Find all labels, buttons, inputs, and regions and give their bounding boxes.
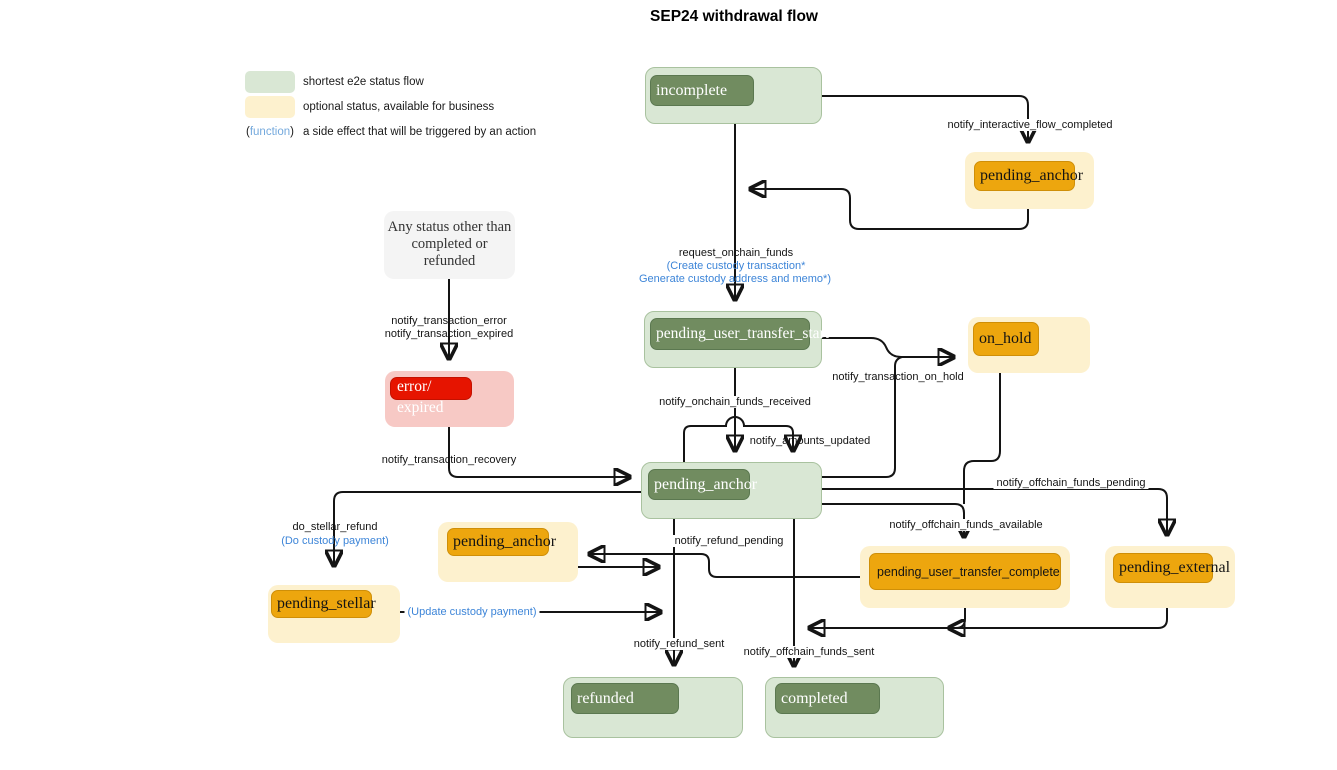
edge-incomplete-to-pending-anchor-top [822,95,1028,141]
node-on-hold-chip: on_hold [973,322,1039,356]
edge-pending-anchor-to-on-hold-merge [822,356,903,478]
edge-label-notify-refund-pending: notify_refund_pending [671,535,787,547]
edge-label-notify-interactive-flow-completed: notify_interactive_flow_completed [944,119,1116,131]
edge-pending-anchor-top-back-to-flow [751,189,1029,230]
node-pending-external-chip: pending_external [1113,553,1230,583]
node-error-expired: error/ expired [385,371,514,427]
edge-complete-to-completed-merge [810,608,966,628]
node-incomplete-chip: incomplete [650,75,754,106]
node-incomplete: incomplete [645,67,822,124]
edge-label-notify-transaction-expired: notify_transaction_expired [384,328,514,340]
node-pending-anchor-refund-chip: pending_anchor [447,528,556,556]
node-pending-user-transfer-start-chip: pending_user_transfer_start [650,318,829,350]
edge-label-do-custody-payment: (Do custody payment) [281,535,389,547]
edge-pending-anchor-self-loop [683,416,793,462]
legend-function-token: function [249,126,291,138]
node-on-hold: on_hold [968,317,1090,373]
edge-label-notify-offchain-funds-pending: notify_offchain_funds_pending [993,477,1149,489]
node-any-status: Any status other than completed or refun… [384,211,515,279]
edge-external-to-completed-merge [950,608,1168,628]
edge-label-notify-transaction-error: notify_transaction_error [391,315,507,327]
node-pending-anchor-main-chip: pending_anchor [648,469,757,500]
edge-label-notify-refund-sent: notify_refund_sent [630,638,728,650]
page-title: SEP24 withdrawal flow [650,8,818,25]
edge-label-notify-onchain-funds-received: notify_onchain_funds_received [656,396,814,408]
node-pending-anchor-top: pending_anchor [965,152,1094,209]
legend-function-label: a side effect that will be triggered by … [302,126,537,138]
legend-yellow-swatch [245,96,295,118]
legend-green-label: shortest e2e status flow [303,76,424,88]
legend-function-row: (function) a side effect that will be tri… [246,126,536,138]
node-pending-user-transfer-complete-chip: pending_user_transfer_complete [869,553,1061,590]
edge-error-to-pending-anchor-recovery [448,427,629,477]
edge-complete-to-pending-anchor-refund [590,554,860,578]
legend-function-close-paren: ) [290,126,294,138]
node-pending-stellar: pending_stellar [268,585,400,643]
edge-label-request-onchain-funds: request_onchain_funds [678,247,794,259]
edge-pending-user-transfer-start-to-on-hold [822,337,953,357]
node-completed-chip: completed [775,683,880,714]
edge-label-notify-transaction-recovery: notify_transaction_recovery [381,454,517,466]
edge-label-notify-transaction-on-hold: notify_transaction_on_hold [832,371,964,383]
edge-label-notify-amounts-updated: notify_amounts_updated [749,435,871,447]
edge-pending-anchor-to-pending-external [822,488,1167,534]
edge-label-notify-offchain-funds-available: notify_offchain_funds_available [886,519,1046,531]
edge-label-generate-custody-address: Generate custody address and memo*) [639,273,831,285]
edge-label-do-stellar-refund: do_stellar_refund [292,521,378,533]
node-pending-anchor-top-chip: pending_anchor [974,161,1083,191]
legend-function-open-paren: ( [246,126,250,138]
edge-on-hold-to-transfer-complete-merge [963,373,1001,504]
node-refunded: refunded [563,677,743,738]
node-completed: completed [765,677,944,738]
node-pending-anchor-refund: pending_anchor [438,522,578,582]
node-refunded-chip: refunded [571,683,679,714]
legend-yellow-label: optional status, available for business [303,101,495,113]
node-error-expired-label: error/ expired [397,378,444,416]
node-pending-stellar-chip: pending_stellar [271,590,376,618]
node-pending-user-transfer-start: pending_user_transfer_start [644,311,829,368]
node-pending-external: pending_external [1105,546,1235,608]
edge-label-notify-offchain-funds-sent: notify_offchain_funds_sent [740,646,878,658]
node-pending-anchor-main: pending_anchor [641,462,822,519]
edge-pending-anchor-to-transfer-complete [822,503,964,536]
node-pending-user-transfer-complete: pending_user_transfer_complete [860,546,1070,608]
edge-pending-anchor-to-pending-stellar [334,491,641,565]
edge-label-create-custody-transaction: (Create custody transaction* [666,260,806,272]
legend-green-swatch [245,71,295,93]
edge-label-update-custody-payment: (Update custody payment) [404,606,540,618]
node-error-expired-chip [390,377,472,400]
